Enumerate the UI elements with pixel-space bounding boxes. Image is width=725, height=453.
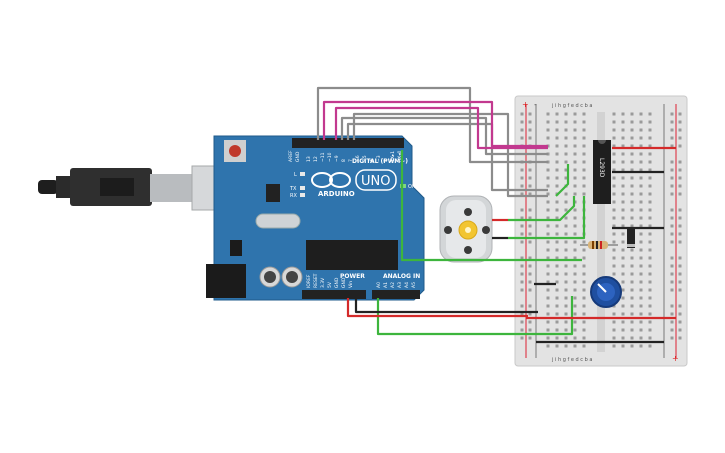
l293d-driver-chip[interactable]: L293D xyxy=(593,140,611,204)
analog-pin-label: A3 xyxy=(397,282,403,288)
wire-magenta-2[interactable] xyxy=(334,106,548,150)
bb-minus-top: - xyxy=(534,100,537,109)
wire-magenta-1[interactable] xyxy=(322,100,548,148)
wire-black-gnd[interactable] xyxy=(354,298,538,314)
power-jack xyxy=(206,264,246,298)
arduino-model-text: UNO xyxy=(361,174,390,189)
on-led-label: ON xyxy=(408,184,416,190)
analog-pin-label: A1 xyxy=(383,282,389,288)
wire-green-motor-2[interactable] xyxy=(508,196,586,240)
power-pin-label: RESET xyxy=(313,273,319,288)
digital-pin-label: 12 xyxy=(313,156,319,162)
wire-gray-4[interactable] xyxy=(352,112,548,198)
digital-pin-label: ~9 xyxy=(334,155,340,162)
power-label: POWER xyxy=(340,273,365,280)
analog-pin-label: A4 xyxy=(404,282,410,288)
dc-motor[interactable] xyxy=(439,195,493,263)
breadboard[interactable]: j i h g f e d c b a j i h g f e d c b a … xyxy=(514,95,688,367)
wire-green-motor-1[interactable] xyxy=(508,196,576,222)
usb-cable xyxy=(38,165,243,211)
power-header[interactable] xyxy=(302,290,366,299)
digital-pin-label: 2 xyxy=(383,159,389,162)
arduino-uno-board[interactable]: ARDUINO UNO DIGITAL (PWM~) POWER ANALOG … xyxy=(206,135,425,301)
analog-header[interactable] xyxy=(372,290,420,299)
power-pin-label: GND xyxy=(334,277,340,288)
pin-label-gnd: GND xyxy=(295,151,301,162)
power-pin-label: IOREF xyxy=(306,274,312,288)
atmega-chip xyxy=(306,240,398,270)
digital-pin-label: ~6 xyxy=(355,155,361,162)
digital-pin-label: ~5 xyxy=(362,155,368,162)
wire-red-5v[interactable] xyxy=(346,298,528,318)
wire-green-pin3[interactable] xyxy=(400,150,582,262)
l293d-label: L293D xyxy=(598,158,605,178)
analog-pin-label: A5 xyxy=(411,282,417,288)
digital-pin-label: ~3 xyxy=(376,155,382,162)
pin-label-aref: AREF xyxy=(288,150,294,162)
potentiometer[interactable] xyxy=(590,276,622,308)
digital-pin-label: ~11 xyxy=(320,152,326,162)
breadboard-holes xyxy=(520,112,682,348)
led-tx-label: TX xyxy=(289,186,297,192)
wire-gray-2[interactable] xyxy=(340,116,548,156)
bb-plus-top: + xyxy=(522,100,529,109)
digital-pin-label: ~10 xyxy=(327,152,333,162)
digital-header[interactable] xyxy=(292,138,404,148)
digital-pin-label: 7 xyxy=(348,159,354,162)
wire-green-chip[interactable] xyxy=(555,164,570,197)
motor-gear-icon xyxy=(458,220,478,240)
bb-top-letters: j i h g f e d c b a xyxy=(551,103,592,109)
power-pin-label: Vin xyxy=(348,281,354,288)
diode[interactable] xyxy=(627,228,635,248)
wires xyxy=(316,86,676,344)
wire-gray-1[interactable] xyxy=(316,86,548,164)
digital-pin-label: TX▸1 xyxy=(390,151,396,163)
digital-pin-label: 4 xyxy=(369,159,375,162)
digital-pin-label: 13 xyxy=(306,156,312,162)
digital-pin-label: RX◂0 xyxy=(397,151,403,162)
led-l-label: L xyxy=(294,172,297,178)
arduino-brand-text: ARDUINO xyxy=(318,190,355,198)
arduino-logo-icon xyxy=(311,172,351,188)
resistor[interactable] xyxy=(580,241,618,249)
led-rx-label: RX xyxy=(290,193,297,199)
power-pin-label: 3.3V xyxy=(320,277,326,288)
analog-pin-label: A0 xyxy=(376,282,382,288)
analog-label: ANALOG IN xyxy=(383,273,420,280)
bb-plus-bottom: + xyxy=(672,354,679,363)
power-pin-label: GND xyxy=(341,277,347,288)
digital-pin-label: 8 xyxy=(341,159,347,162)
digital-header-label: DIGITAL (PWM~) xyxy=(352,158,408,165)
power-pin-label: 5V xyxy=(327,281,333,288)
analog-pin-label: A2 xyxy=(390,282,396,288)
bb-bottom-letters: j i h g f e d c b a xyxy=(551,357,592,363)
